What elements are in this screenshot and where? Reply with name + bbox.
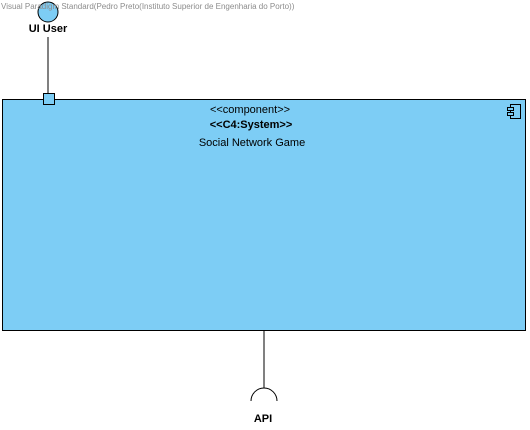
component-icon: [507, 104, 521, 119]
api-socket-icon[interactable]: [250, 387, 278, 402]
component-name: Social Network Game: [198, 137, 306, 149]
social-network-game-component[interactable]: [2, 99, 526, 331]
ui-port[interactable]: [43, 93, 55, 105]
component-stereotype-c4-system: <<C4:System>>: [209, 119, 293, 131]
ui-user-actor-icon[interactable]: [37, 1, 59, 23]
watermark: Visual Paradigm Standard(Pedro Preto(Ins…: [1, 2, 295, 11]
ui-user-label: UI User: [28, 23, 68, 35]
api-label: API: [253, 413, 273, 425]
component-stereotype-component: <<component>>: [209, 104, 291, 116]
